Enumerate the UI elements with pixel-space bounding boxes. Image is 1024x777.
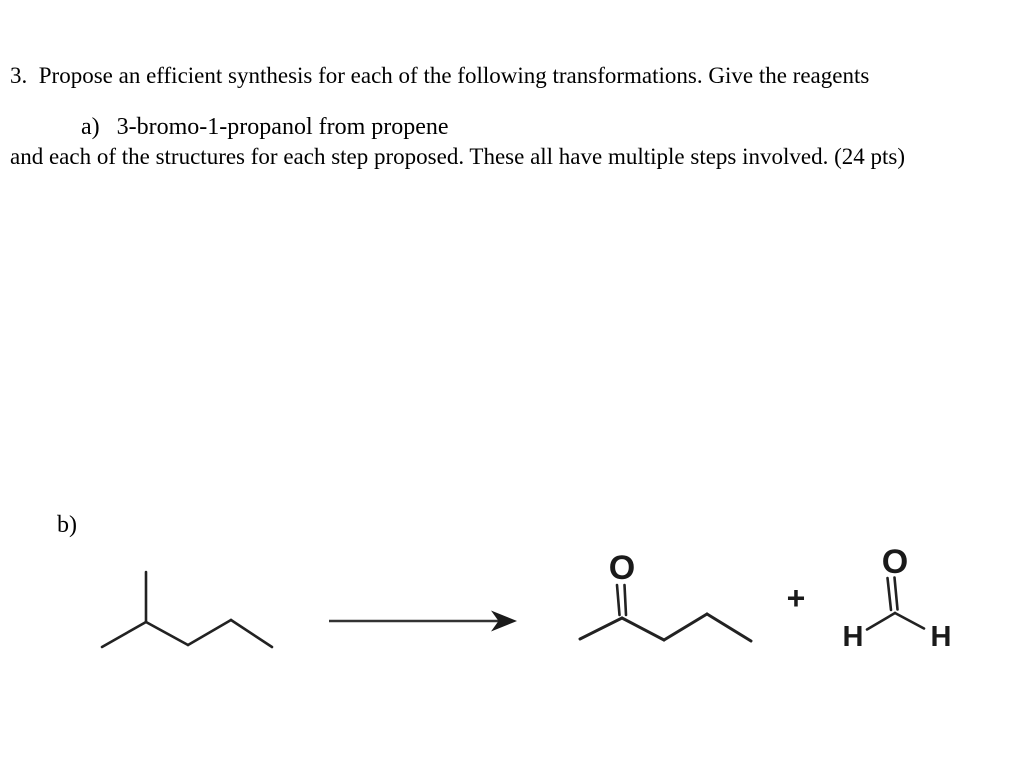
arrowhead-icon — [491, 610, 517, 632]
oxygen-label: O — [882, 543, 908, 581]
bond-line — [620, 616, 666, 642]
bond-line — [578, 616, 624, 641]
carbonyl-double-bond-line — [893, 576, 899, 611]
part-a-label: a) — [81, 114, 100, 140]
bond-line — [229, 618, 274, 649]
part-a: a) 3-bromo-1-propanol from propene — [57, 87, 449, 168]
reactant-structure-2-methylpentane — [100, 570, 274, 649]
bond-line — [893, 611, 926, 630]
reaction-arrow — [329, 610, 517, 632]
question-line-2: and each of the structures for each step… — [10, 144, 906, 169]
question-line-1: 3. Propose an efficient synthesis for ea… — [10, 63, 870, 88]
bond-line — [100, 620, 148, 649]
hydrogen-label-left: H — [843, 621, 864, 653]
carbonyl-double-bond-line — [615, 583, 621, 617]
oxygen-label: O — [609, 549, 635, 587]
bond-line — [144, 620, 190, 647]
product-structure-2-pentanone: O — [578, 549, 753, 643]
bond-line — [186, 618, 233, 647]
carbonyl-double-bond-line — [886, 576, 893, 612]
part-b-label: b) — [57, 512, 77, 538]
hydrogen-label-right: H — [931, 621, 952, 653]
bond-line — [662, 612, 709, 642]
part-a-text: 3-bromo-1-propanol from propene — [116, 114, 449, 140]
product-structure-formaldehyde: O H H — [843, 543, 952, 653]
carbonyl-double-bond-line — [623, 583, 628, 617]
bond-line — [705, 612, 753, 643]
bond-line — [865, 611, 897, 631]
question-text: 3. Propose an efficient synthesis for ea… — [10, 8, 905, 224]
plus-sign: + — [787, 580, 806, 616]
